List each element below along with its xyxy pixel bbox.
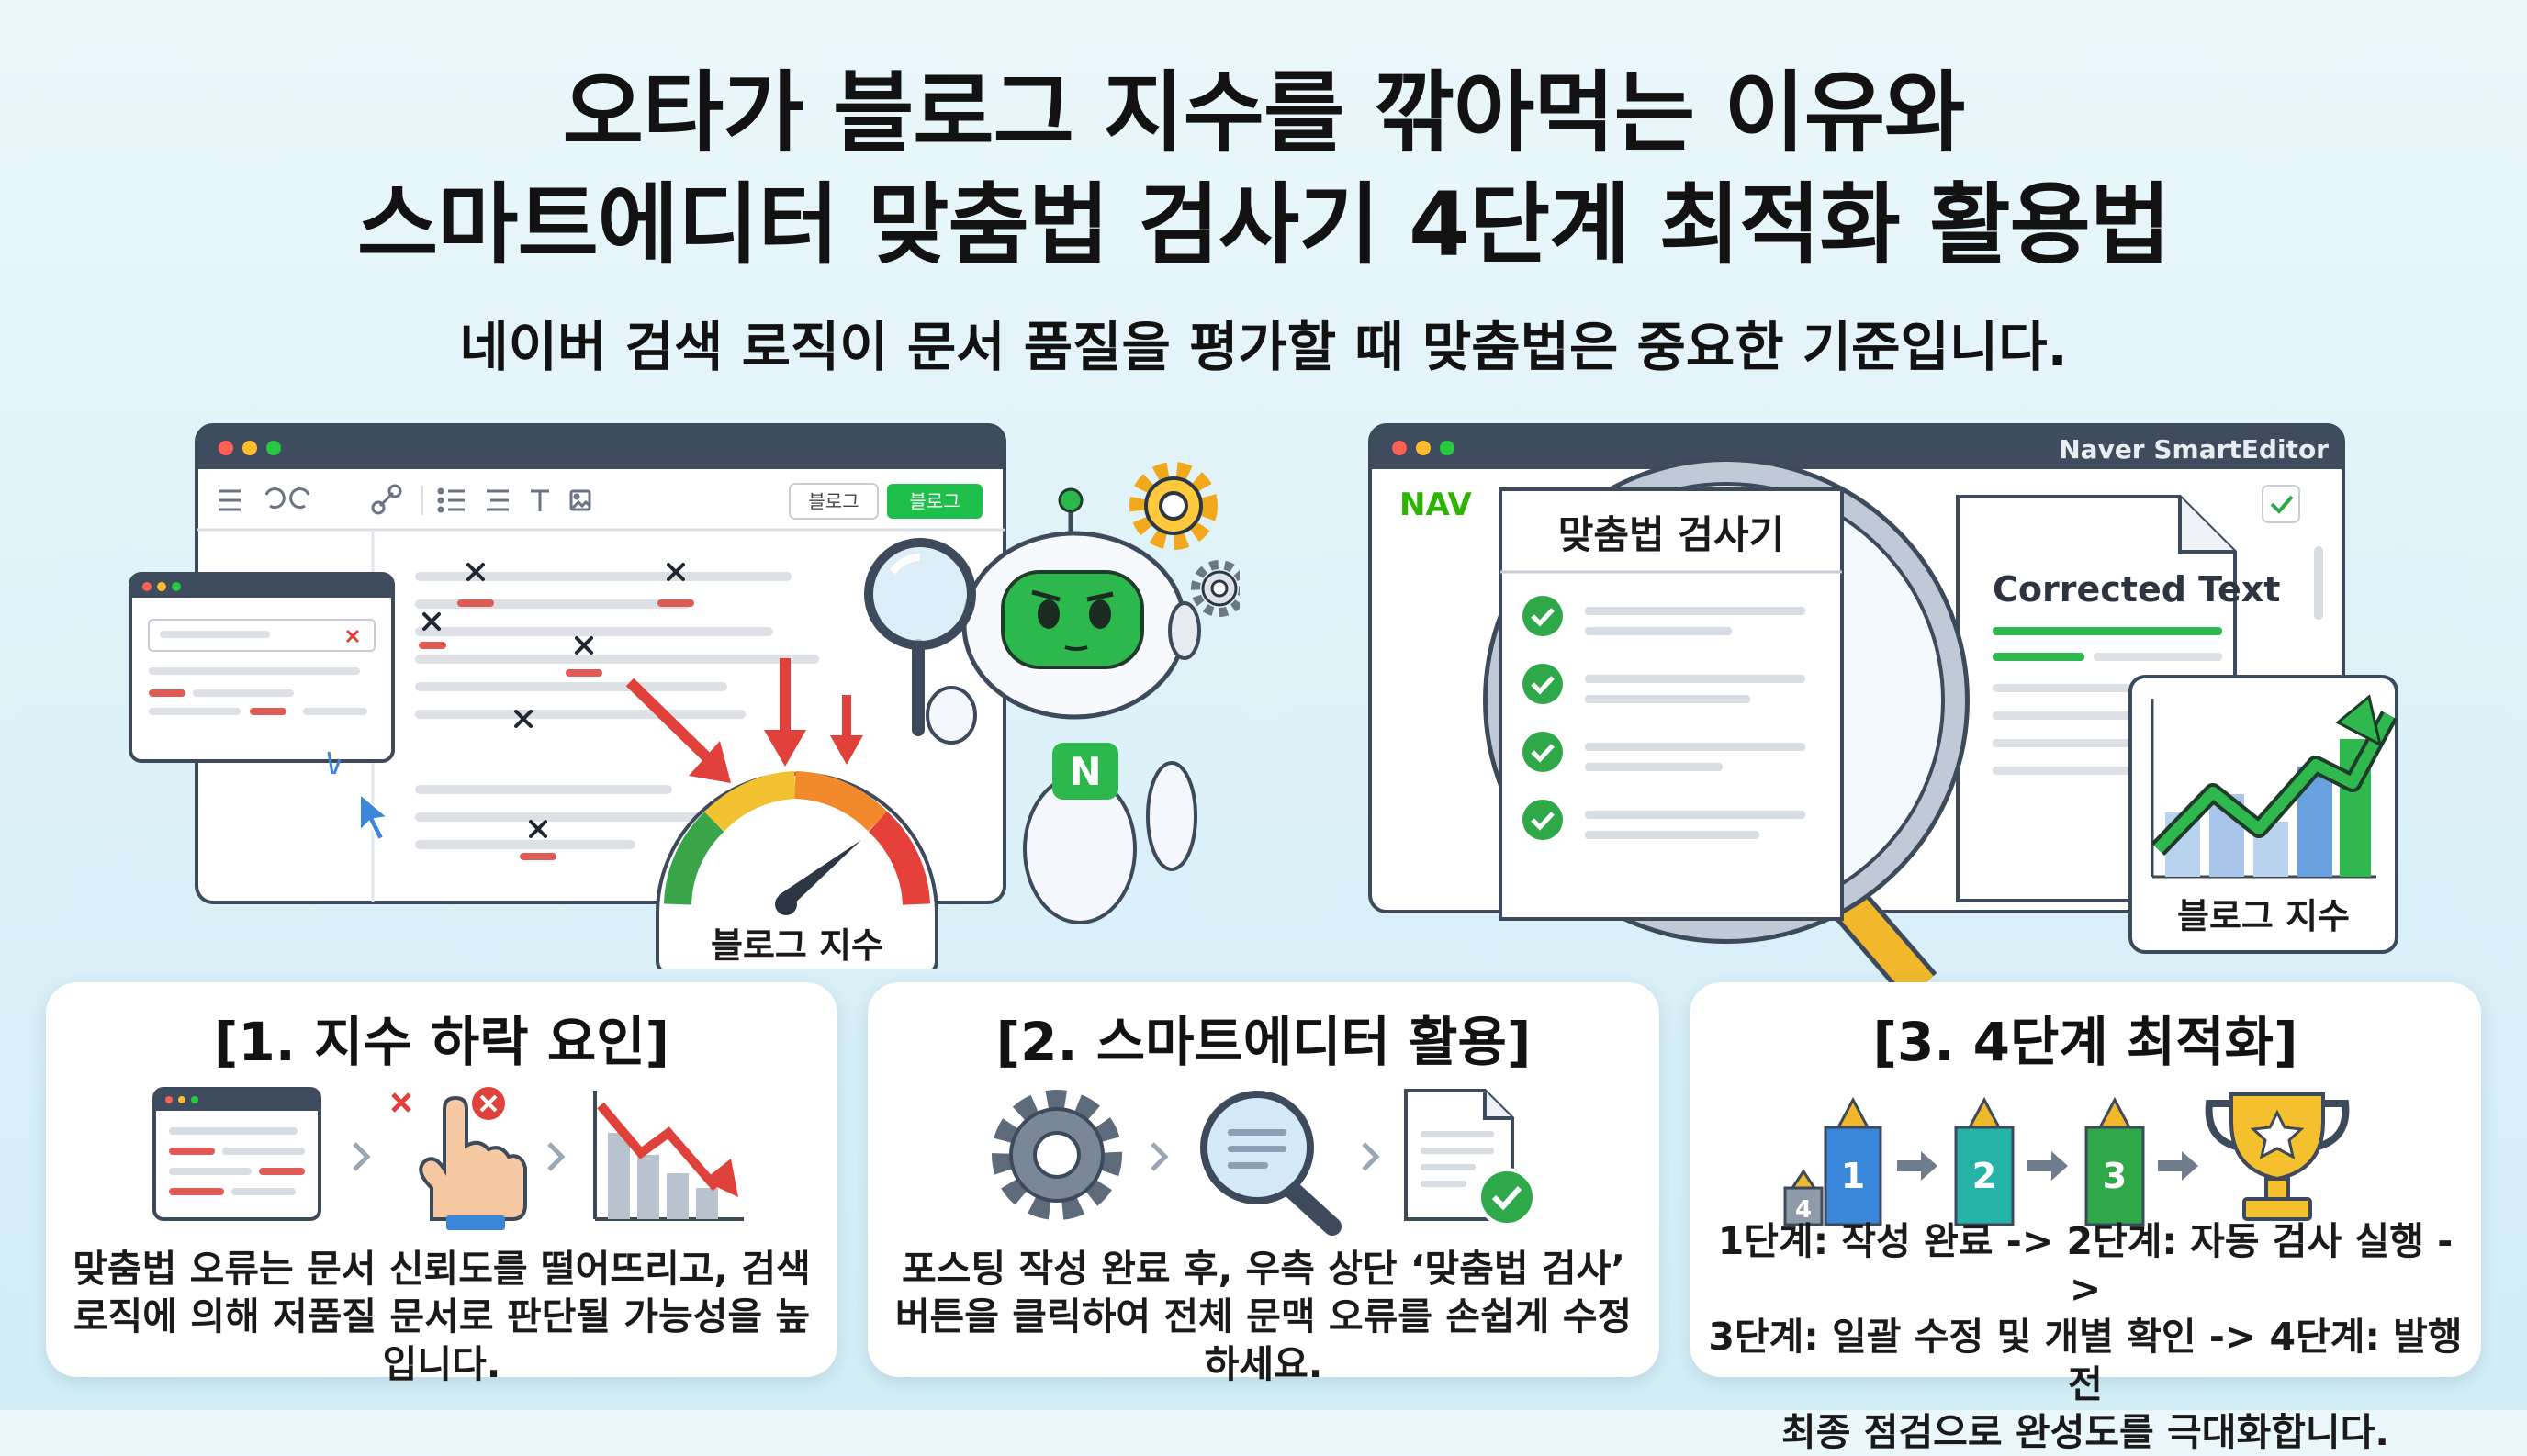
spell-checker-panel: 맞춤법 검사기	[1499, 487, 1844, 921]
chevron-right-icon	[353, 1142, 371, 1171]
chevron-right-icon	[1151, 1142, 1169, 1171]
arrow-right-icon	[1897, 1151, 1937, 1181]
document-title: Corrected Text	[1993, 569, 2280, 610]
down-arrow-icon	[625, 658, 863, 783]
toolbar-button-2[interactable]: 블로그	[909, 490, 960, 512]
blog-index-gauge: 블로그 지수	[656, 771, 938, 969]
card-4-step: [3. 4단계 최적화] 4 1 2 3	[1690, 982, 2481, 1454]
arrow-right-icon	[2027, 1151, 2068, 1181]
card-title: [1. 지수 하락 요인]	[213, 1011, 670, 1073]
card-smarteditor: [2. 스마트에디터 활용] 포스팅 작성 완료 후, 우측 상단 ‘맞춤법 검…	[868, 982, 1659, 1386]
card-desc-line: 버튼을 클릭하여 전체 문맥 오류를 손쉽게 수정하세요.	[894, 1294, 1633, 1386]
step-number: 3	[2103, 1156, 2127, 1196]
step-number: 1	[1841, 1156, 1865, 1196]
page-title-line1: 오타가 블로그 지수를 깎아먹는 이유와	[562, 62, 1966, 164]
growth-chart-card: 블로그 지수	[2128, 675, 2398, 954]
card-title: [2. 스마트에디터 활용]	[995, 1011, 1532, 1073]
cursor-icon	[359, 791, 390, 842]
checker-title: 맞춤법 검사기	[1558, 512, 1784, 557]
card-desc-line: 3단계: 일괄 수정 및 개별 확인 -> 4단계: 발행 전	[1708, 1315, 2463, 1406]
card-index-drop: [1. 지수 하락 요인] 맞춤법 오류는 문서 신뢰도	[46, 982, 837, 1386]
gear-icon	[992, 1090, 1122, 1220]
search-icon	[1200, 1091, 1342, 1236]
chevron-right-icon	[547, 1142, 566, 1171]
page-subtitle: 네이버 검색 로직이 문서 품질을 평가할 때 맞춤법은 중요한 기준입니다.	[459, 316, 2068, 378]
svg-text:N: N	[1069, 749, 1101, 794]
card-desc-line: 맞춤법 오류는 문서 신뢰도를 떨어뜨리고, 검색	[73, 1247, 811, 1291]
pointing-hand-icon	[391, 1087, 527, 1230]
card-title: [3. 4단계 최적화]	[1872, 1011, 2298, 1073]
card-desc-line: 1단계: 작성 완료 -> 2단계: 자동 검사 실행 ->	[1717, 1219, 2454, 1311]
right-illustration: Naver SmartEditor NAV Corrected Text 블로그…	[1368, 423, 2398, 987]
document-check-icon	[1404, 1089, 1536, 1226]
gauge-label: 블로그 지수	[711, 925, 883, 966]
page-title-line2: 스마트에디터 맞춤법 검사기 4단계 최적화 활용법	[356, 174, 2171, 276]
step-number: 2	[1972, 1156, 1996, 1196]
browser-error-icon	[152, 1087, 321, 1221]
left-illustration: 블로그 블로그	[129, 423, 1240, 969]
window-title: Naver SmartEditor	[2059, 434, 2329, 465]
declining-chart-icon	[593, 1091, 744, 1221]
card-icons	[152, 1087, 744, 1230]
toolbar-button-1[interactable]: 블로그	[808, 490, 859, 512]
card-desc-line: 최종 점검으로 완성도를 극대화합니다.	[1781, 1410, 2389, 1454]
trophy-icon	[2205, 1092, 2350, 1221]
card-desc-line: 포스팅 작성 완료 후, 우측 상단 ‘맞춤법 검사’	[902, 1247, 1625, 1291]
card-icons: 4 1 2 3	[1783, 1092, 2350, 1226]
chart-label: 블로그 지수	[2177, 896, 2350, 936]
robot-mascot: N	[864, 487, 1201, 924]
error-x-icon	[422, 563, 685, 838]
card-icons	[992, 1089, 1536, 1236]
card-desc-line: 로직에 의해 저품질 문서로 판단될 가능성을 높입니다.	[73, 1294, 811, 1386]
chevron-right-icon	[1362, 1142, 1380, 1171]
check-icon	[1522, 596, 1563, 840]
arrow-right-icon	[2158, 1151, 2198, 1181]
naver-logo-text: NAV	[1399, 487, 1472, 523]
step-blocks: 4 1	[1783, 1096, 1882, 1226]
popup-window	[129, 572, 395, 763]
naver-badge	[1052, 743, 1118, 800]
step-number: 4	[1795, 1196, 1812, 1224]
gear-icon	[1129, 462, 1240, 617]
